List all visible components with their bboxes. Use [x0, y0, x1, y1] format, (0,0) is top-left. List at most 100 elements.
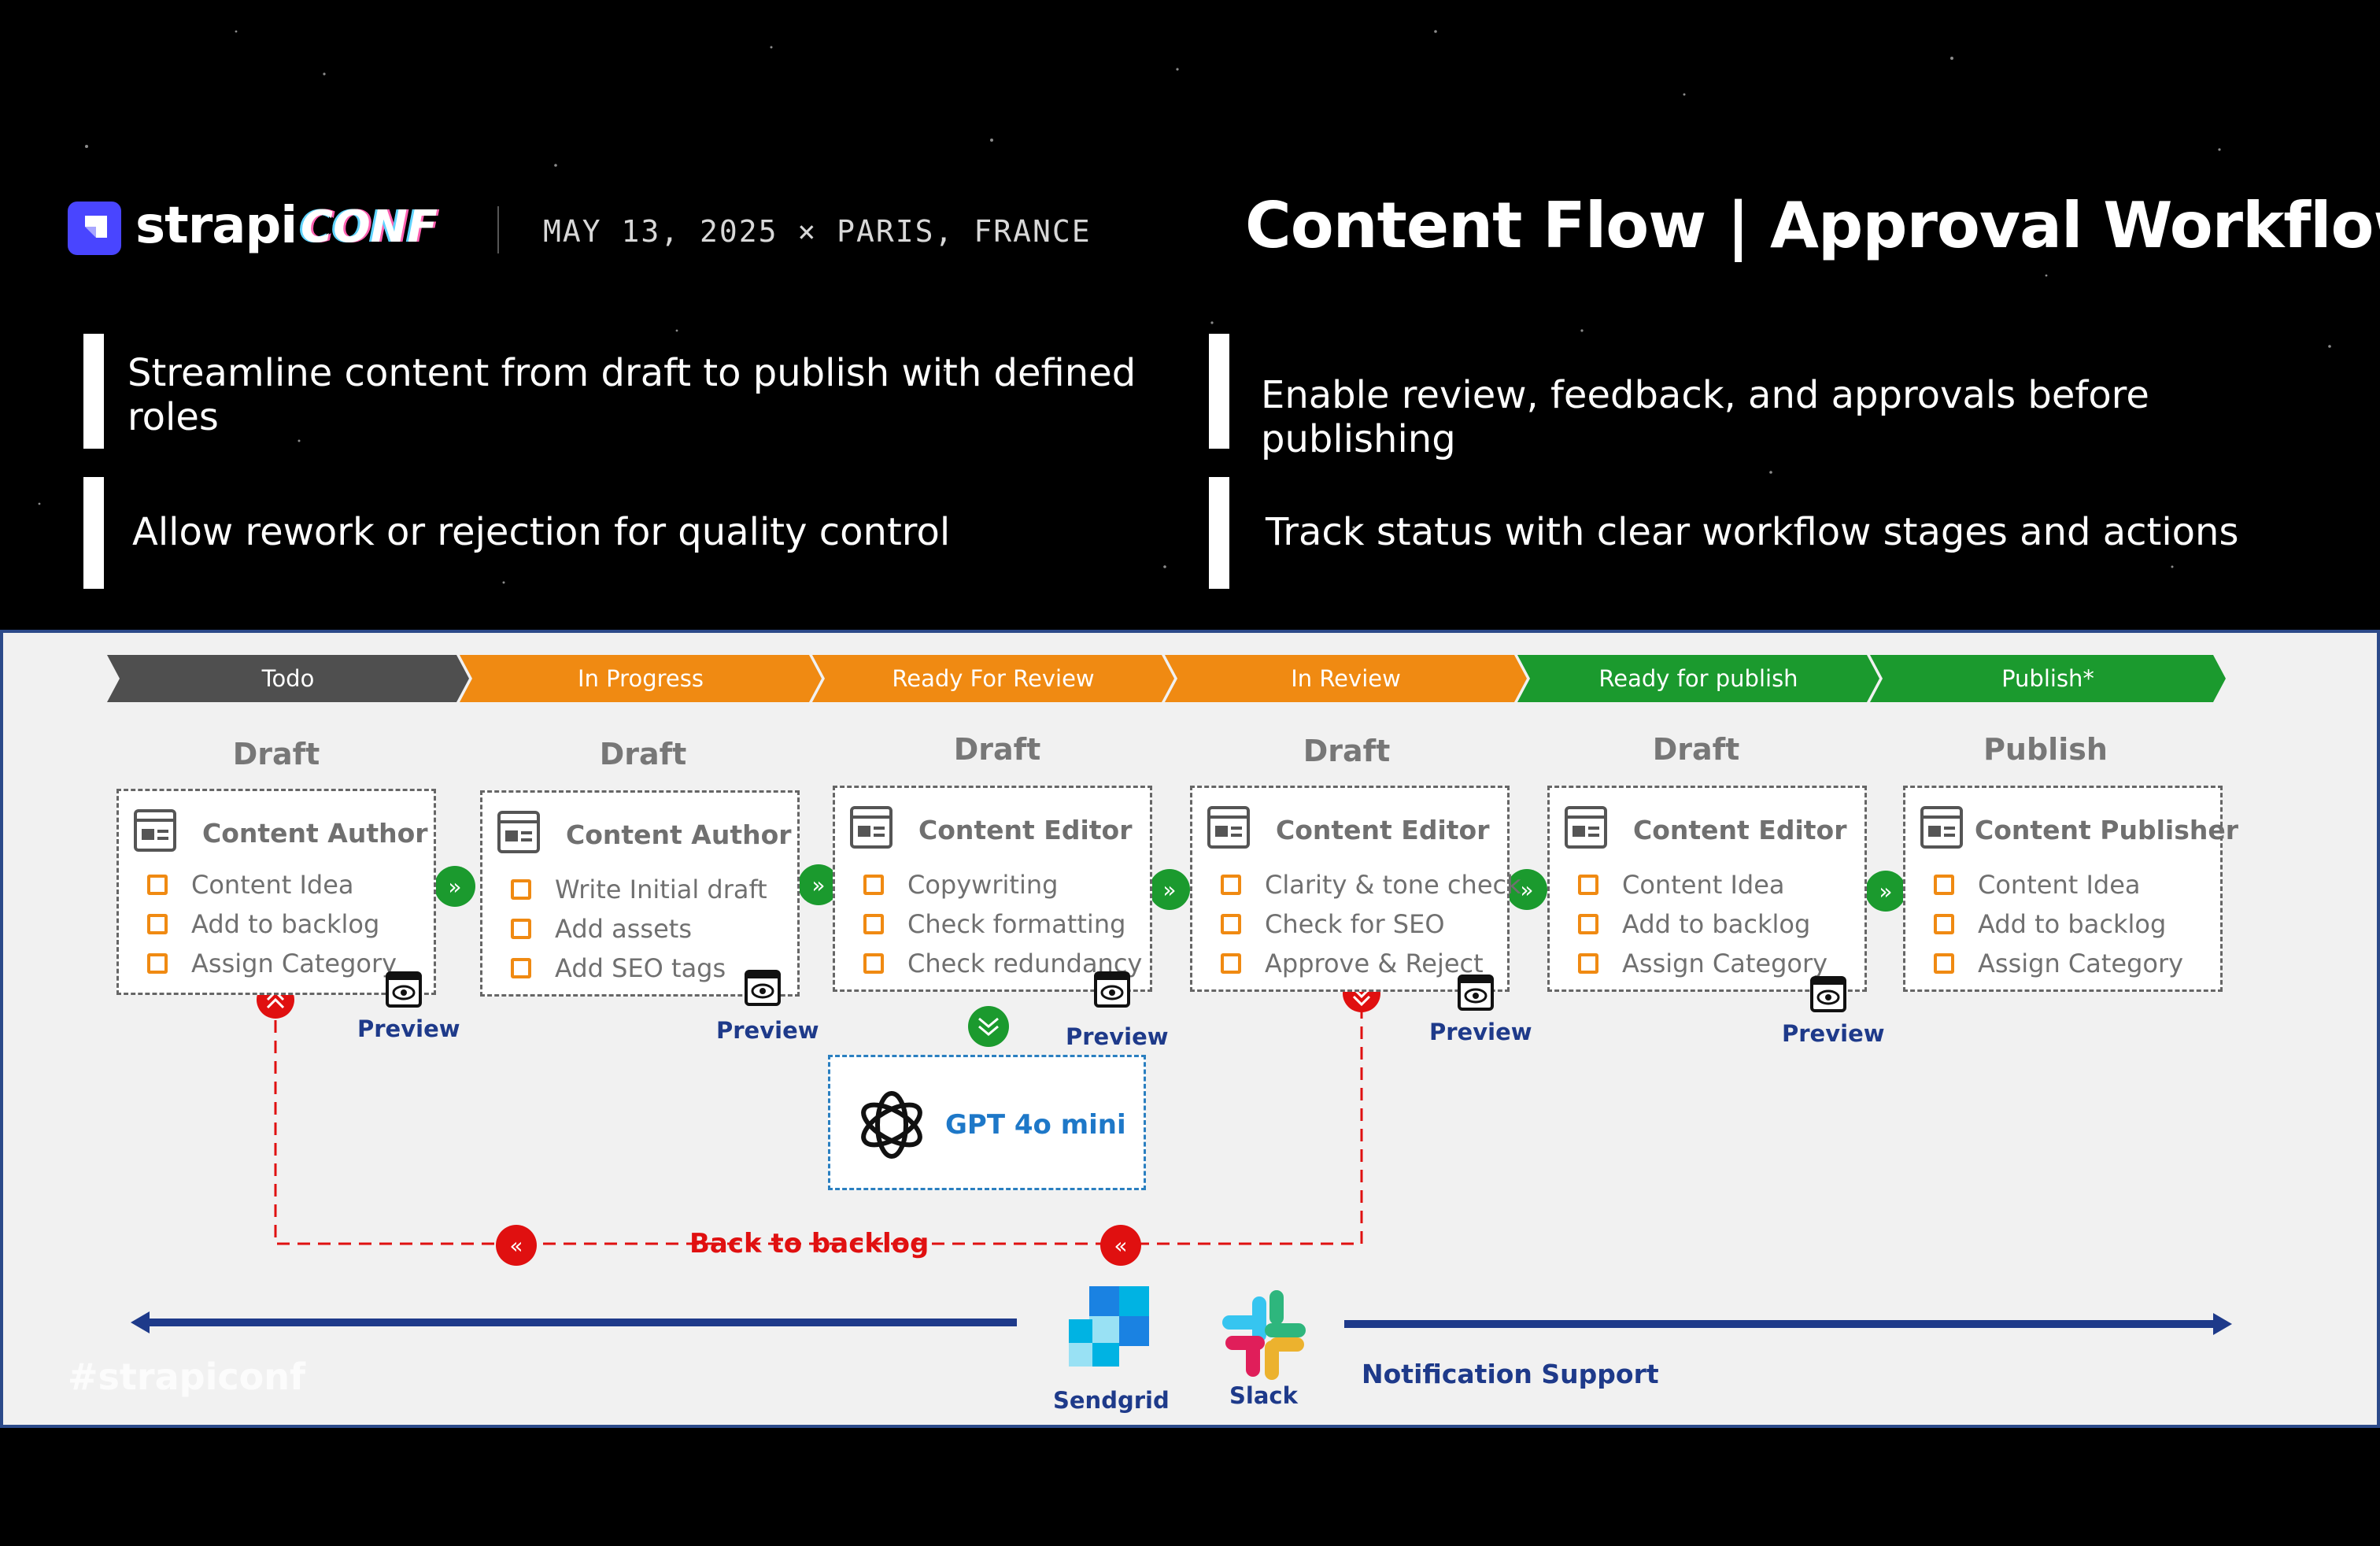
- stage-label-todo: Todo: [261, 665, 315, 692]
- sendgrid-logo-icon: [1069, 1286, 1149, 1367]
- bullet-text: Enable review, feedback, and approvals b…: [1261, 373, 2149, 461]
- preview-link[interactable]: Preview: [357, 1015, 460, 1042]
- checkbox-icon[interactable]: [863, 914, 884, 934]
- next-step-icon: »: [1506, 869, 1547, 910]
- checkbox-icon[interactable]: [1578, 875, 1598, 895]
- bullet-text: Allow rework or rejection for quality co…: [132, 510, 951, 554]
- stage-card-ready-for-review[interactable]: Content Editor Copywriting Check formatt…: [833, 786, 1152, 992]
- stage-chevron-ready-for-review: [812, 655, 1174, 702]
- checkbox-icon[interactable]: [1934, 953, 1954, 974]
- role-label: Content Author: [566, 819, 792, 850]
- stage-card-ready-for-publish[interactable]: Content Editor Content Idea Add to backl…: [1547, 786, 1867, 992]
- checkbox-icon[interactable]: [1221, 875, 1241, 895]
- next-step-icon: »: [798, 864, 839, 905]
- role-profile-icon: [850, 806, 893, 849]
- event-date: MAY 13, 2025 × PARIS, FRANCE: [543, 214, 1092, 249]
- checkbox-icon[interactable]: [147, 875, 168, 895]
- stage-card-in-progress[interactable]: Content Author Write Initial draft Add a…: [480, 790, 800, 997]
- svg-text:»: »: [1162, 877, 1176, 903]
- back-arrow-icon: «: [1100, 1225, 1141, 1266]
- bullet-1: Streamline content from draft to publish…: [83, 334, 1138, 449]
- column-status: Draft: [953, 732, 1041, 767]
- preview-link[interactable]: Preview: [1066, 1023, 1169, 1050]
- starfield-background: [38, 30, 2331, 584]
- bullet-2: Enable review, feedback, and approvals b…: [1209, 334, 2232, 461]
- preview-eye-icon[interactable]: [745, 970, 781, 1006]
- preview-eye-icon[interactable]: [386, 971, 422, 1008]
- hashtag: #strapiconf: [68, 1356, 305, 1398]
- preview-eye-icon[interactable]: [1458, 975, 1494, 1011]
- slack-label: Slack: [1229, 1382, 1298, 1409]
- ai-assist-icon: [968, 1006, 1009, 1047]
- bullet-text: Streamline content from draft to publish…: [128, 351, 1136, 439]
- role-profile-icon: [1920, 806, 1963, 849]
- stage-chevron-publish: [1870, 655, 2226, 702]
- bullet-3: Allow rework or rejection for quality co…: [83, 477, 1107, 589]
- back-to-backlog-label: Back to backlog: [689, 1228, 929, 1259]
- checkbox-icon[interactable]: [863, 875, 884, 895]
- checkbox-icon[interactable]: [1578, 953, 1598, 974]
- next-step-icon: »: [1149, 869, 1190, 910]
- checkbox-icon[interactable]: [1221, 953, 1241, 974]
- svg-text:»: »: [448, 874, 461, 900]
- strapi-logo-icon: [68, 202, 121, 255]
- checkbox-icon[interactable]: [511, 919, 531, 939]
- stage-label-in-progress: In Progress: [578, 665, 704, 692]
- preview-eye-icon[interactable]: [1094, 971, 1130, 1008]
- page-title: Content Flow | Approval Workflow: [1245, 189, 2380, 262]
- next-step-icon: »: [434, 866, 475, 907]
- role-profile-icon: [1207, 806, 1250, 849]
- stage-label-ready-for-review: Ready For Review: [892, 665, 1095, 692]
- ai-model-box: GPT 4o mini: [828, 1055, 1146, 1190]
- openai-logo-icon: [861, 1091, 922, 1159]
- role-label: Content Editor: [918, 815, 1133, 845]
- checkbox-icon[interactable]: [147, 914, 168, 934]
- column-status: Draft: [599, 737, 687, 771]
- role-profile-icon: [134, 809, 176, 852]
- preview-link[interactable]: Preview: [716, 1017, 819, 1044]
- stage-label-ready-for-publish: Ready for publish: [1598, 665, 1798, 692]
- slack-logo-icon: [1222, 1290, 1306, 1380]
- column-status: Draft: [1652, 732, 1740, 767]
- sendgrid-label: Sendgrid: [1053, 1387, 1170, 1414]
- logo-conf: CONF: [301, 202, 438, 253]
- back-arrow-icon: «: [496, 1225, 537, 1266]
- svg-text:»: »: [1879, 878, 1892, 904]
- checkbox-icon[interactable]: [1934, 875, 1954, 895]
- checkbox-icon[interactable]: [1934, 914, 1954, 934]
- workflow-panel: [0, 630, 2380, 1428]
- checkbox-icon[interactable]: [1578, 914, 1598, 934]
- stage-chevron-todo: [107, 655, 469, 702]
- preview-link[interactable]: Preview: [1429, 1019, 1532, 1045]
- bullet-4: Track status with clear workflow stages …: [1209, 477, 2311, 589]
- stage-chevron-in-progress: [460, 655, 822, 702]
- bullet-text: Track status with clear workflow stages …: [1266, 510, 2239, 554]
- checkbox-icon[interactable]: [147, 953, 168, 974]
- role-label: Content Author: [202, 818, 428, 849]
- stage-label-publish: Publish*: [2001, 665, 2094, 692]
- role-profile-icon: [497, 811, 540, 853]
- next-step-icon: »: [1865, 871, 1906, 912]
- preview-link[interactable]: Preview: [1782, 1020, 1885, 1047]
- ai-model-label: GPT 4o mini: [945, 1109, 1126, 1141]
- checkbox-icon[interactable]: [863, 953, 884, 974]
- checkbox-icon[interactable]: [511, 879, 531, 900]
- checkbox-icon[interactable]: [511, 958, 531, 978]
- checkbox-icon[interactable]: [1221, 914, 1241, 934]
- stage-chevron-ready-for-publish: [1517, 655, 1879, 702]
- notification-support-label: Notification Support: [1362, 1359, 1659, 1389]
- stage-chevron-in-review: [1165, 655, 1527, 702]
- stage-card-todo[interactable]: Content Author Content Idea Add to backl…: [116, 789, 436, 995]
- role-label: Content Publisher: [1975, 815, 2239, 845]
- stage-label-in-review: In Review: [1291, 665, 1401, 692]
- role-label: Content Editor: [1276, 815, 1490, 845]
- svg-text:«: «: [1114, 1233, 1127, 1259]
- stage-card-publish[interactable]: Content Publisher Content Idea Add to ba…: [1903, 786, 2238, 992]
- column-status: Draft: [232, 737, 320, 771]
- stage-card-in-review[interactable]: Content Editor Clarity & tone check Chec…: [1190, 786, 1521, 992]
- preview-eye-icon[interactable]: [1810, 976, 1846, 1012]
- svg-text:«: «: [509, 1233, 523, 1259]
- role-profile-icon: [1565, 806, 1607, 849]
- logo-wordmark: strapi: [135, 197, 298, 255]
- svg-text:»: »: [811, 872, 825, 898]
